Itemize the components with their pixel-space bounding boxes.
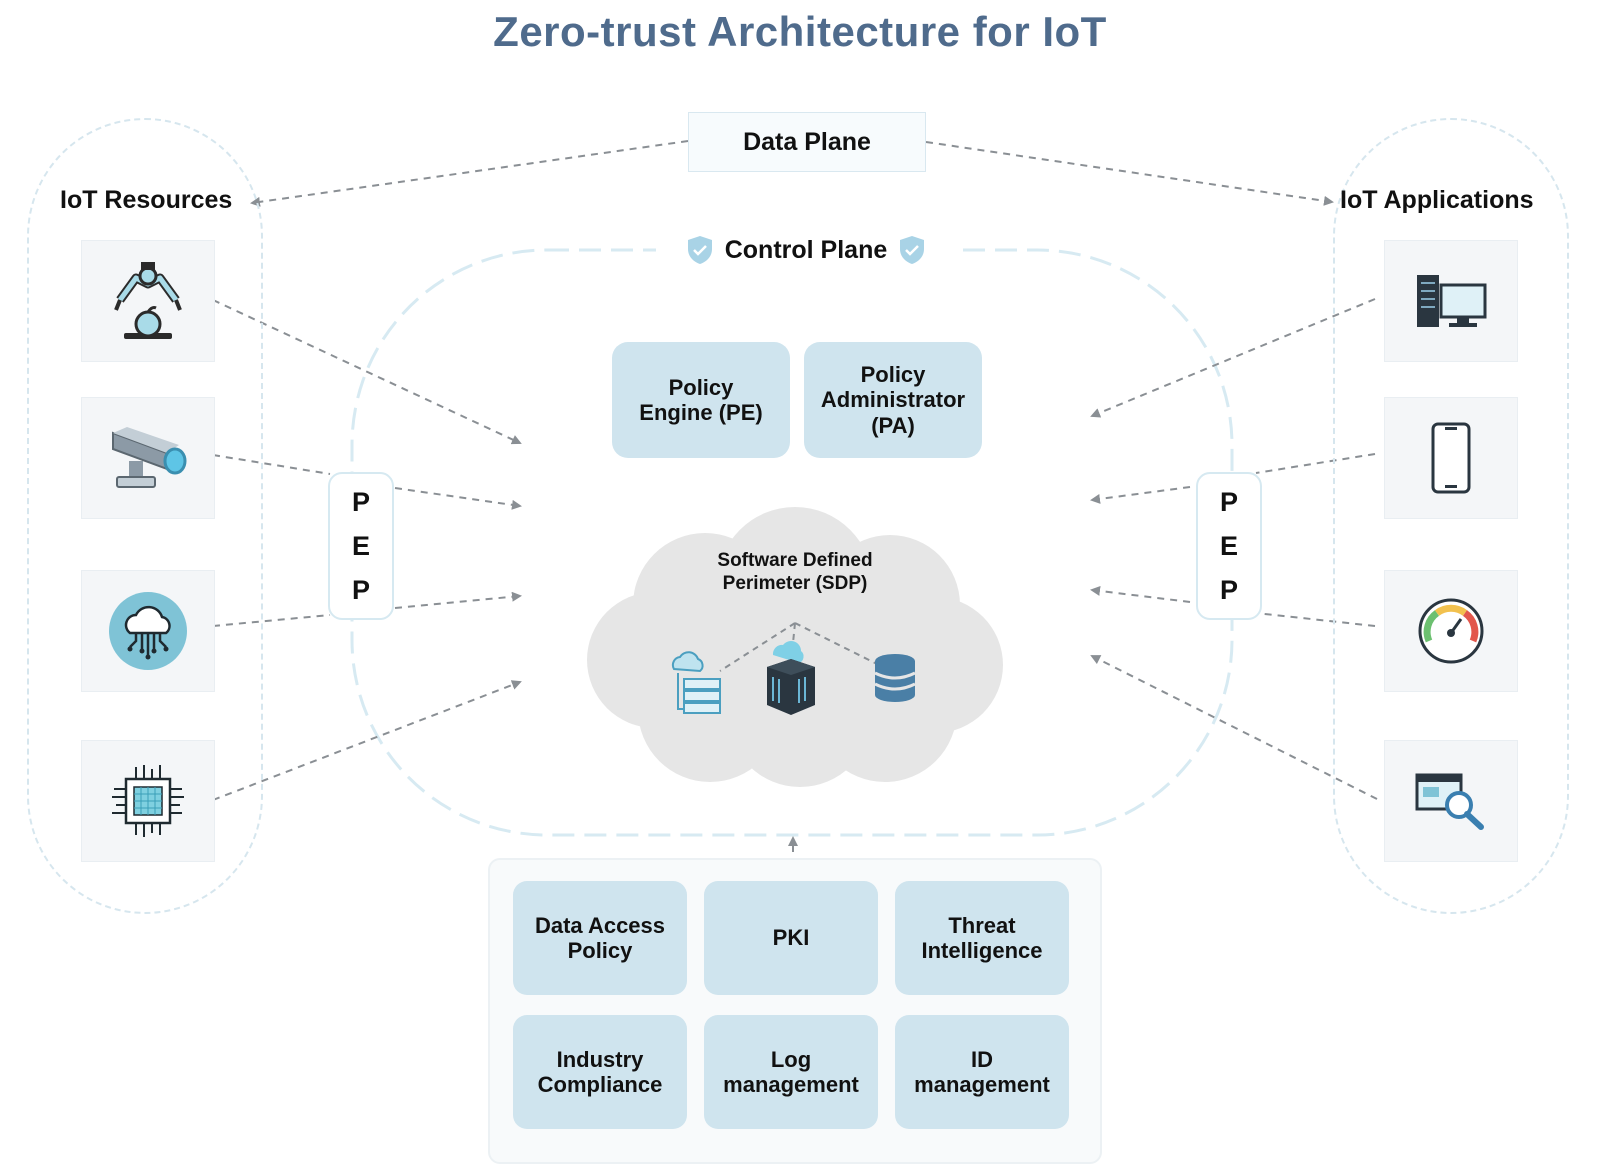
pep-right: P E P [1196, 472, 1262, 620]
service-label: Threat Intelligence [921, 912, 1043, 963]
resource-arrow-1 [212, 299, 522, 445]
resource-tile-robot [81, 240, 215, 362]
service-log-management: Log management [704, 1015, 878, 1129]
resource-tile-cloud [81, 570, 215, 692]
app-tile-gauge [1384, 570, 1518, 692]
service-label: ID management [914, 1046, 1050, 1097]
pep-left: P E P [328, 472, 394, 620]
service-label: Log management [723, 1046, 859, 1097]
pep-left-letter: P [351, 486, 370, 517]
app-tile-search [1384, 740, 1518, 862]
resource-arrow-2 [394, 487, 522, 510]
page-title: Zero-trust Architecture for IoT [493, 8, 1107, 55]
sdp-label: Software Defined Perimeter (SDP) [680, 550, 910, 596]
security-camera-icon [112, 427, 187, 488]
service-industry-compliance: Industry Compliance [513, 1015, 687, 1129]
iot-applications-title: IoT Applications [1340, 186, 1534, 214]
pep-left-letter: E [351, 530, 370, 561]
policy-administrator-label: Policy Administrator (PA) [820, 362, 966, 438]
desktop-computer-icon [1417, 275, 1487, 327]
database-icon [874, 654, 916, 702]
shield-check-icon [687, 236, 712, 264]
app-tile-phone [1384, 397, 1518, 519]
resource-tile-chip [81, 740, 215, 862]
control-plane-title: Control Plane [724, 235, 888, 264]
service-label: Industry Compliance [537, 1046, 663, 1097]
service-pki: PKI [704, 881, 878, 995]
data-plane-arrow-left [250, 140, 689, 207]
smartphone-icon [1431, 422, 1471, 494]
pep-left-letter: P [351, 574, 370, 605]
data-plane-arrow-right [925, 141, 1334, 206]
pep-right-letter: P [1219, 486, 1238, 517]
pep-right-letter: E [1219, 530, 1238, 561]
resource-line-3 [212, 614, 331, 627]
service-data-access-policy: Data Access Policy [513, 881, 687, 995]
app-arrow-4 [1090, 655, 1378, 800]
policy-engine-box: Policy Engine (PE) [612, 342, 790, 458]
resource-tile-camera [81, 397, 215, 519]
service-label: Data Access Policy [534, 912, 666, 963]
iot-applications-panel [1333, 118, 1569, 914]
shield-check-icon [900, 236, 925, 264]
speedometer-gauge-icon [1418, 598, 1484, 664]
sdp-label-text: Software Defined Perimeter (SDP) [717, 550, 873, 594]
resource-arrow-3 [394, 591, 522, 609]
robotic-arm-icon [114, 262, 182, 339]
policy-engine-label: Policy Engine (PE) [639, 374, 763, 425]
app-arrow-2 [1090, 486, 1191, 504]
control-plane-label: Control Plane [656, 226, 956, 274]
iot-resources-panel [27, 118, 263, 914]
service-threat-intelligence: Threat Intelligence [895, 881, 1069, 995]
web-search-icon [1415, 773, 1484, 830]
resource-line-2 [212, 454, 331, 475]
policy-administrator-box: Policy Administrator (PA) [804, 342, 982, 458]
sdp-cloud [587, 507, 1003, 787]
app-tile-computer [1384, 240, 1518, 362]
iot-resources-title: IoT Resources [60, 186, 233, 214]
server-rack-icon [767, 641, 815, 715]
pep-right-letter: P [1219, 574, 1238, 605]
data-plane-box: Data Plane [688, 112, 926, 172]
service-label: PKI [772, 925, 810, 951]
app-arrow-3 [1090, 586, 1191, 603]
cloud-network-icon [109, 592, 187, 670]
resource-arrow-4 [212, 680, 522, 801]
cloud-server-icon [671, 651, 721, 714]
app-line-3 [1255, 612, 1376, 627]
microchip-icon [112, 765, 184, 837]
service-id-management: ID management [895, 1015, 1069, 1129]
